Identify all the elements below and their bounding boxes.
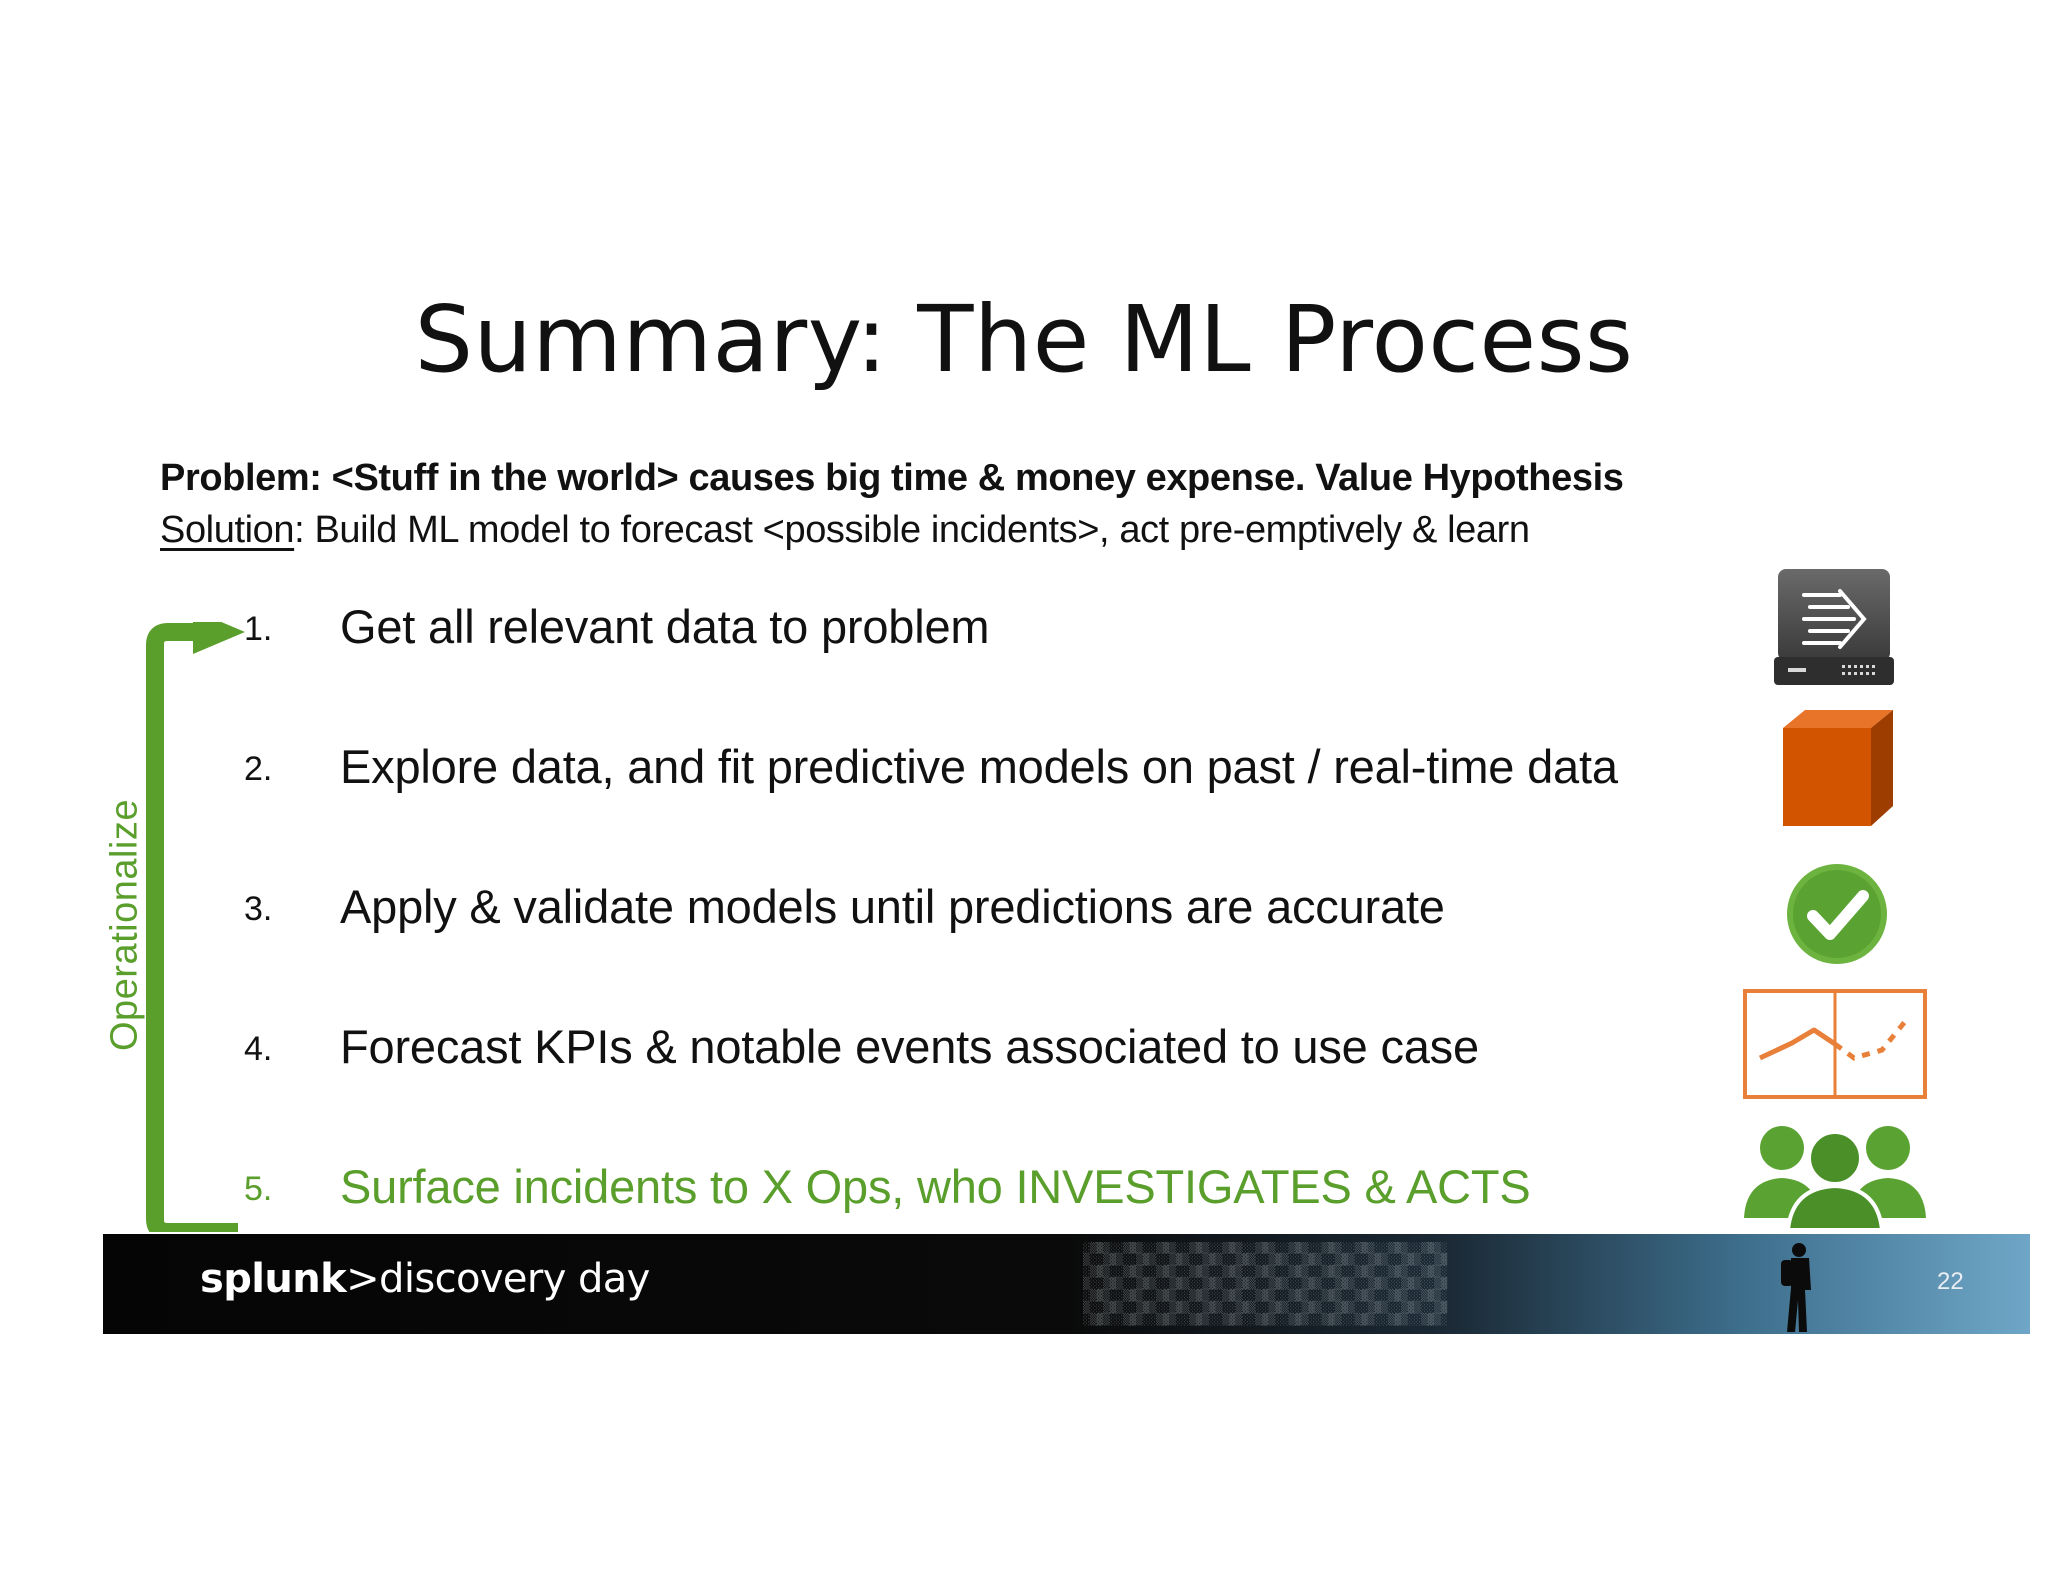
problem-statement: Problem: <Stuff in the world> causes big… (160, 457, 1624, 499)
footer-brand: splunk>discovery day (200, 1256, 650, 1302)
operationalize-label: Operationalize (103, 798, 146, 1052)
solution-text: : Build ML model to forecast <possible i… (294, 509, 1530, 551)
brand-suffix: discovery day (379, 1256, 650, 1302)
solution-statement: Solution: Build ML model to forecast <po… (160, 505, 1530, 555)
page-number: 22 (1937, 1268, 1964, 1295)
people-group-icon (1744, 1126, 1926, 1230)
footer-banner: ░▒▓▒░░▒▓▒░░▒▓▒░░▒▓▒░░▒▓▒░░▒▓▒░░▒▓▒░░▒▓▒░… (103, 1234, 2030, 1334)
green-checkmark-icon (1787, 864, 1887, 964)
operationalize-bracket-arrow (146, 622, 245, 1232)
step-number: 3. (244, 890, 273, 928)
step-number: 1. (244, 610, 273, 648)
step-text: Explore data, and fit predictive models … (340, 740, 1618, 793)
step-number: 5. (244, 1170, 273, 1208)
step-text: Apply & validate models until prediction… (340, 880, 1445, 933)
step-number: 4. (244, 1030, 273, 1068)
solution-label: Solution (160, 509, 295, 551)
hiker-silhouette-icon (1781, 1243, 1811, 1332)
step-text: Forecast KPIs & notable events associate… (340, 1020, 1479, 1073)
step-number: 2. (244, 750, 273, 788)
page-title: Summary: The ML Process (414, 286, 1634, 393)
orange-cube-icon (1783, 710, 1893, 826)
data-server-icon (1774, 569, 1894, 685)
brand-name: splunk (200, 1256, 347, 1302)
step-text: Get all relevant data to problem (340, 600, 990, 653)
brand-separator: > (346, 1256, 380, 1302)
step-text: Surface incidents to X Ops, who INVESTIG… (340, 1160, 1531, 1213)
footer-background-texture: ░▒▓▒░░▒▓▒░░▒▓▒░░▒▓▒░░▒▓▒░░▒▓▒░░▒▓▒░░▒▓▒░… (1083, 1242, 1448, 1326)
forecast-chart-icon (1743, 989, 1927, 1099)
